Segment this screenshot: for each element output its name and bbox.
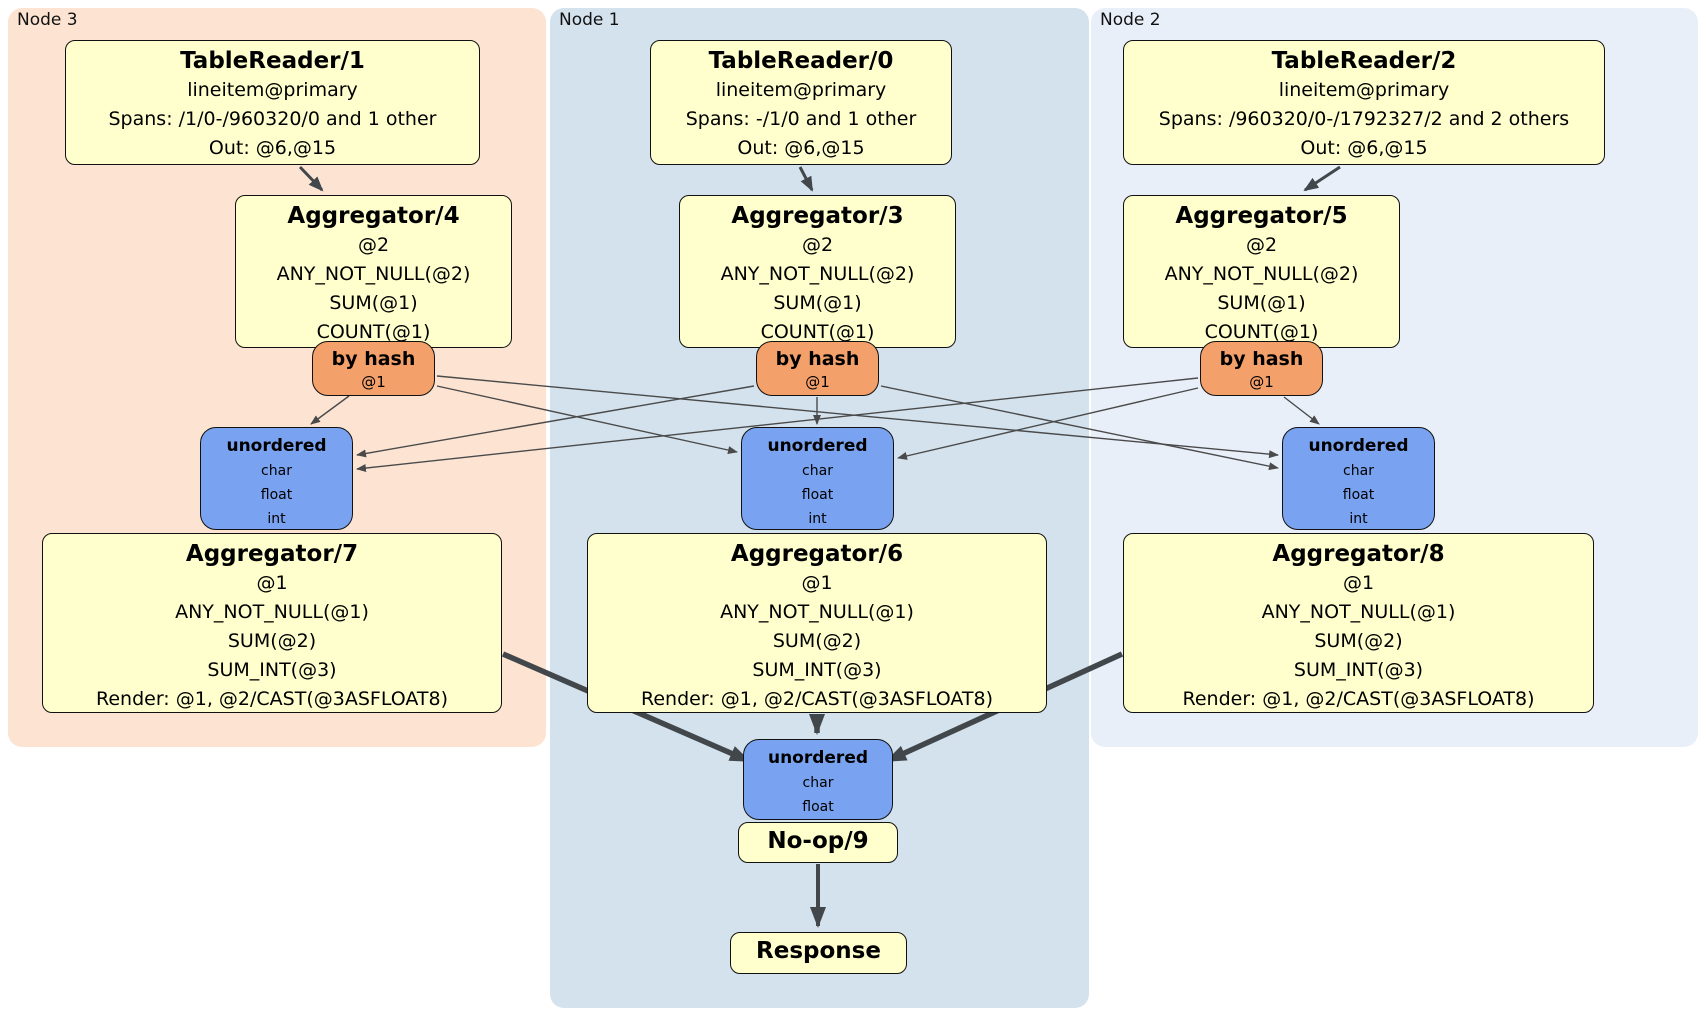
processor-detail: Spans: -/1/0 and 1 other <box>685 108 917 130</box>
processor-detail: @1 <box>256 572 288 594</box>
edge-tr2-agg5 <box>1303 165 1341 192</box>
processor-detail: Render: @1, @2/CAST(@3ASFLOAT8) <box>1182 688 1535 710</box>
processor-title: No-op/9 <box>767 828 869 854</box>
processor-title: Response <box>756 938 881 964</box>
sync-column: char <box>1343 463 1374 479</box>
sync-unordered-node3: unordered char float int <box>200 427 353 530</box>
sync-title: unordered <box>767 748 869 768</box>
processor-detail: lineitem@primary <box>187 79 358 101</box>
sync-title: unordered <box>767 436 868 456</box>
edge-tr0-agg3 <box>798 166 814 192</box>
edge-hash1-un3 <box>356 385 755 458</box>
processor-detail: @2 <box>801 234 834 256</box>
edge-hash3-un3 <box>310 395 350 425</box>
sync-column: float <box>1342 487 1375 503</box>
processor-detail: @2 <box>1245 234 1278 256</box>
router-by-hash-node3: by hash @1 <box>312 341 435 396</box>
processor-noop-9: No-op/9 <box>738 822 898 863</box>
router-title: by hash <box>1219 348 1304 370</box>
processor-detail: Out: @6,@15 <box>737 137 865 159</box>
processor-aggregator-7: Aggregator/7 @1 ANY_NOT_NULL(@1) SUM(@2)… <box>42 533 502 713</box>
processor-detail: ANY_NOT_NULL(@2) <box>1164 263 1359 285</box>
edge-hash2-un2 <box>1283 396 1320 425</box>
processor-detail: COUNT(@1) <box>760 321 875 343</box>
sync-unordered-node1: unordered char float int <box>741 427 894 530</box>
processor-title: TableReader/2 <box>1271 48 1457 74</box>
sync-column: int <box>267 511 286 527</box>
processor-response: Response <box>730 932 907 974</box>
sync-column: char <box>802 775 834 791</box>
sync-column: int <box>1349 511 1368 527</box>
processor-detail: lineitem@primary <box>1278 79 1450 101</box>
processor-tablereader-0: TableReader/0 lineitem@primary Spans: -/… <box>650 40 952 165</box>
processor-aggregator-4: Aggregator/4 @2 ANY_NOT_NULL(@2) SUM(@1)… <box>235 195 512 348</box>
processor-title: Aggregator/6 <box>730 541 904 567</box>
processor-detail: Render: @1, @2/CAST(@3ASFLOAT8) <box>641 688 993 710</box>
processor-detail: Out: @6,@15 <box>208 137 337 159</box>
processor-detail: lineitem@primary <box>715 79 887 101</box>
processor-detail: SUM(@2) <box>1314 630 1403 652</box>
edge-hash1-un2 <box>880 385 1279 471</box>
processor-detail: SUM(@2) <box>772 630 862 652</box>
router-by-hash-node2: by hash @1 <box>1200 341 1323 396</box>
processor-tablereader-2: TableReader/2 lineitem@primary Spans: /9… <box>1123 40 1605 165</box>
processor-detail: COUNT(@1) <box>316 321 431 343</box>
sync-title: unordered <box>226 436 327 456</box>
router-key: @1 <box>1249 373 1274 391</box>
router-title: by hash <box>331 348 416 370</box>
node3-region-label: Node 3 <box>17 10 78 30</box>
processor-detail: ANY_NOT_NULL(@1) <box>1261 601 1456 623</box>
processor-detail: @1 <box>801 572 833 594</box>
processor-title: Aggregator/7 <box>185 541 359 567</box>
edge-hash2-un3 <box>356 377 1199 473</box>
processor-detail: ANY_NOT_NULL(@2) <box>720 263 915 285</box>
processor-detail: @1 <box>1342 572 1375 594</box>
processor-title: Aggregator/4 <box>287 203 460 229</box>
processor-detail: SUM(@1) <box>329 292 418 314</box>
sync-unordered-final: unordered char float <box>743 739 893 820</box>
sync-column: float <box>260 487 293 503</box>
router-key: @1 <box>361 373 386 391</box>
processor-aggregator-3: Aggregator/3 @2 ANY_NOT_NULL(@2) SUM(@1)… <box>679 195 956 348</box>
sync-column: float <box>802 799 834 815</box>
processor-title: TableReader/1 <box>180 48 365 74</box>
processor-title: Aggregator/3 <box>731 203 904 229</box>
processor-detail: Spans: /1/0-/960320/0 and 1 other <box>108 108 437 130</box>
router-by-hash-node1: by hash @1 <box>756 341 879 396</box>
node2-region-label: Node 2 <box>1100 10 1161 30</box>
router-key: @1 <box>805 373 830 391</box>
processor-title: Aggregator/5 <box>1175 203 1348 229</box>
processor-title: Aggregator/8 <box>1272 541 1445 567</box>
sync-column: int <box>808 511 827 527</box>
processor-detail: SUM(@1) <box>773 292 862 314</box>
processor-detail: SUM_INT(@3) <box>1293 659 1424 681</box>
processor-detail: Render: @1, @2/CAST(@3ASFLOAT8) <box>96 688 448 710</box>
processor-tablereader-1: TableReader/1 lineitem@primary Spans: /1… <box>65 40 480 165</box>
node1-region-label: Node 1 <box>559 10 620 30</box>
processor-detail: @2 <box>357 234 390 256</box>
sync-title: unordered <box>1308 436 1409 456</box>
edge-hash2-un1 <box>897 387 1199 460</box>
processor-detail: ANY_NOT_NULL(@2) <box>276 263 471 285</box>
processor-detail: ANY_NOT_NULL(@1) <box>720 601 914 623</box>
sync-unordered-node2: unordered char float int <box>1282 427 1435 530</box>
sync-column: char <box>802 463 833 479</box>
processor-detail: SUM_INT(@3) <box>752 659 882 681</box>
sync-column: float <box>801 487 834 503</box>
processor-detail: Spans: /960320/0-/1792327/2 and 2 others <box>1158 108 1570 130</box>
processor-aggregator-6: Aggregator/6 @1 ANY_NOT_NULL(@1) SUM(@2)… <box>587 533 1047 713</box>
processor-detail: SUM(@2) <box>227 630 317 652</box>
processor-detail: SUM(@1) <box>1217 292 1306 314</box>
edge-tr1-agg4 <box>298 165 324 192</box>
sync-column: char <box>261 463 292 479</box>
processor-aggregator-8: Aggregator/8 @1 ANY_NOT_NULL(@1) SUM(@2)… <box>1123 533 1594 713</box>
processor-detail: COUNT(@1) <box>1204 321 1319 343</box>
router-title: by hash <box>775 348 860 370</box>
processor-detail: ANY_NOT_NULL(@1) <box>175 601 369 623</box>
processor-detail: Out: @6,@15 <box>1300 137 1428 159</box>
processor-detail: SUM_INT(@3) <box>207 659 337 681</box>
edge-hash3-un1 <box>436 385 738 454</box>
processor-aggregator-5: Aggregator/5 @2 ANY_NOT_NULL(@2) SUM(@1)… <box>1123 195 1400 348</box>
processor-title: TableReader/0 <box>708 48 894 74</box>
